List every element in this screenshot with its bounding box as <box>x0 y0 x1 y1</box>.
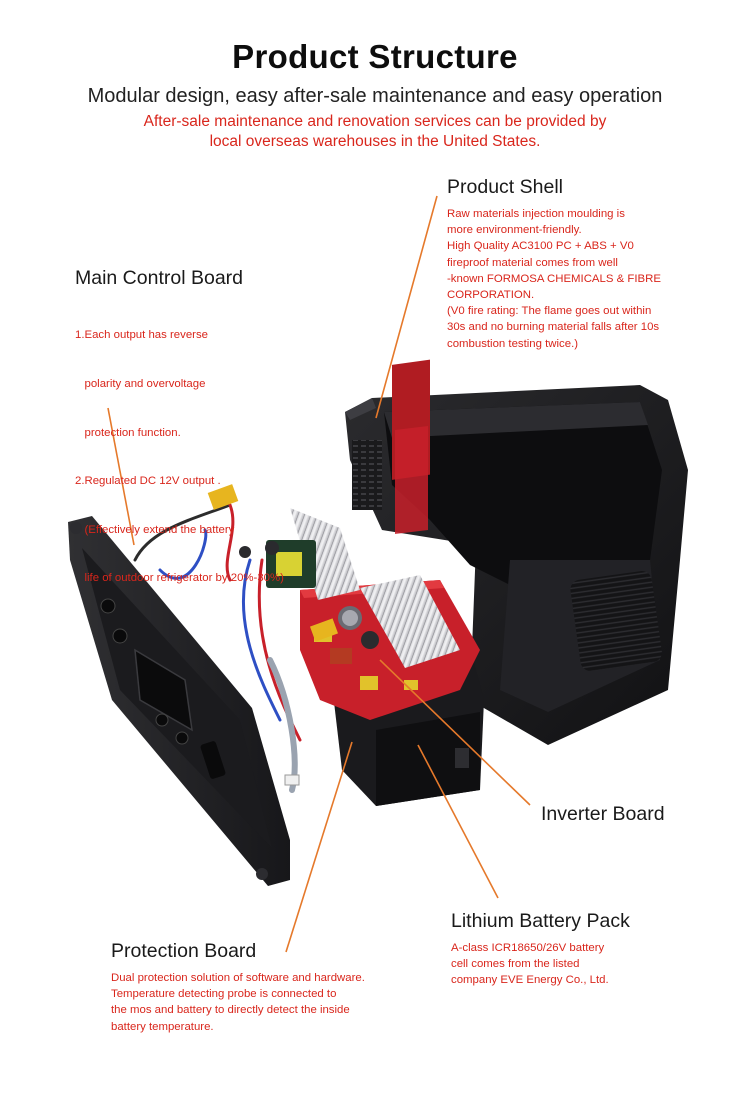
product-shell-line: High Quality AC3100 PC + ABS + V0 <box>447 240 634 253</box>
product-shell-line: combustion testing twice.) <box>447 337 579 350</box>
notice-line: After-sale maintenance and renovation se… <box>143 113 607 130</box>
inverter-board-shape <box>239 508 480 720</box>
product-shell-line: (V0 fire rating: The flame goes out with… <box>447 305 652 318</box>
main-control-board-line: 1.Each output has reverse <box>75 329 208 342</box>
page-subtitle: Modular design, easy after-sale maintena… <box>87 85 663 107</box>
main-control-board-title: Main Control Board <box>75 267 243 289</box>
product-shell-line: -known FORMOSA CHEMICALS & FIBRE <box>447 272 661 285</box>
main-control-board-line: polarity and overvoltage <box>75 378 206 391</box>
main-control-board-shape <box>68 516 290 886</box>
lithium-battery-line: A-class ICR18650/26V battery <box>451 942 605 954</box>
leader-lithium-battery <box>417 744 499 899</box>
leader-protection-board <box>285 741 353 953</box>
page-title: Product Structure <box>232 38 518 75</box>
product-shell-line: 30s and no burning material falls after … <box>447 321 660 334</box>
lithium-battery-pack-title: Lithium Battery Pack <box>451 910 630 932</box>
service-notice: After-sale maintenance and renovation se… <box>0 112 750 152</box>
protection-board-description: Dual protection solution of software and… <box>111 970 365 1035</box>
product-shell-line: Raw materials injection moulding is <box>447 208 625 220</box>
lithium-battery-pack-description: A-class ICR18650/26V battery cell comes … <box>451 940 609 989</box>
wiring-harness <box>133 484 339 793</box>
protection-board-line: Dual protection solution of software and… <box>111 972 365 984</box>
main-control-board-line: life of outdoor refrigerator by 20%-30%) <box>75 572 284 585</box>
notice-line: local overseas warehouses in the United … <box>209 133 541 150</box>
protection-board-line: Temperature detecting probe is connected… <box>111 988 337 1001</box>
product-shell-title: Product Shell <box>447 176 563 198</box>
leader-lines <box>107 195 531 953</box>
leader-main-control-board <box>107 407 135 546</box>
product-shell-description: Raw materials injection moulding is more… <box>447 206 661 352</box>
inverter-board-title: Inverter Board <box>541 803 665 825</box>
product-shell-line: CORPORATION. <box>447 289 535 302</box>
main-control-board-line: (Effectively extend the battery <box>75 523 235 536</box>
lithium-battery-line: company EVE Energy Co., Ltd. <box>451 974 609 987</box>
lithium-battery-line: cell comes from the listed <box>451 958 580 971</box>
main-control-board-description: 1.Each output has reverse polarity and o… <box>75 295 284 603</box>
product-shell-line: more environment-friendly. <box>447 224 582 237</box>
protection-board-line: the mos and battery to directly detect t… <box>111 1004 350 1017</box>
product-shell-shape <box>345 359 688 745</box>
main-control-board-line: 2.Regulated DC 12V output . <box>75 475 221 488</box>
main-control-board-line: protection function. <box>75 426 181 439</box>
protection-board-title: Protection Board <box>111 940 257 962</box>
protection-board-line: battery temperature. <box>111 1020 214 1033</box>
leader-product-shell <box>375 195 438 419</box>
leader-inverter-board <box>379 659 531 806</box>
product-shell-line: fireproof material comes from well <box>447 256 618 269</box>
